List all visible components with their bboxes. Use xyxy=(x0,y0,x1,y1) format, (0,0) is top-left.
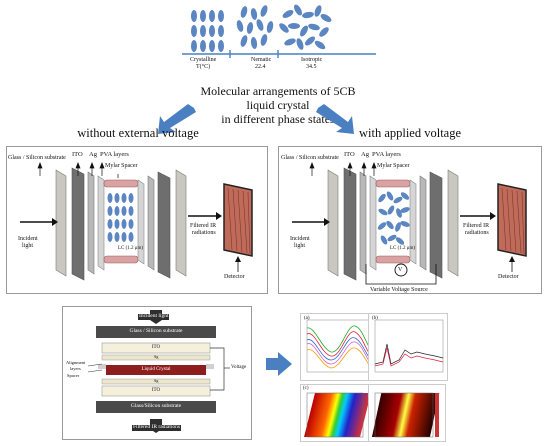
stack-layer-ito-top: ITO xyxy=(151,345,161,350)
right-pva-label: PVA layers xyxy=(372,151,401,158)
plot-b xyxy=(368,313,448,381)
stack-filtered-label: Filtered IR radiations xyxy=(132,424,182,431)
left-ito-label: ITO xyxy=(72,151,83,158)
plot-d-label: (d) xyxy=(371,386,377,391)
right-ito-label: ITO xyxy=(344,151,355,158)
stack-layer-ag-bottom: Ag xyxy=(153,378,159,383)
left-detector-label: Detector xyxy=(224,274,245,280)
phase-crystalline-label: Crystalline xyxy=(190,57,217,63)
isotropic-molecules xyxy=(279,4,332,50)
left-pva-label: PVA layers xyxy=(100,151,129,158)
plot-c-label: (c) xyxy=(303,386,309,391)
right-lc-label: LC (1.2 μm) xyxy=(390,246,416,251)
right-spacer-label: Mylar Spacer xyxy=(377,163,410,169)
right-filtered-line-2: radiations xyxy=(465,230,489,236)
right-voltage-source-label: Variable Voltage Source xyxy=(370,287,428,293)
plot-a xyxy=(300,313,378,381)
right-detector-label: Detector xyxy=(498,274,519,280)
title-line-2: liquid crystal xyxy=(246,98,310,112)
right-incident-line-2: light xyxy=(294,243,306,249)
left-incident-line-1: Incident xyxy=(18,236,38,242)
left-filtered-line-1: Filtered IR xyxy=(190,223,217,229)
left-ag-label: Ag xyxy=(89,151,97,158)
stack-spacer-label: Spacer xyxy=(67,373,80,378)
arrow-to-right xyxy=(316,104,354,134)
right-caption: with applied voltage xyxy=(358,126,462,140)
stack-voltage-label: Voltage xyxy=(231,365,247,370)
right-voltmeter-label: V xyxy=(398,267,403,273)
left-spacer-label: Mylar Spacer xyxy=(105,163,138,169)
phase-nematic-label: Nematic xyxy=(251,57,272,63)
stack-layer-lc: Liquid Crystal xyxy=(141,367,171,372)
molecule-arrangements xyxy=(182,4,376,58)
stack-layers-label: layers xyxy=(70,366,81,371)
left-filtered-line-2: radiations xyxy=(192,230,216,236)
layer-stack-diagram xyxy=(87,310,230,433)
plot-d xyxy=(368,384,446,442)
crystalline-molecules xyxy=(191,10,224,52)
stack-incident-label: Incident light xyxy=(138,313,170,320)
stack-alignment-label: Alignment xyxy=(66,360,86,365)
right-cell-diagram xyxy=(292,162,527,285)
phase-isotropic-label: Isotropic xyxy=(301,57,323,63)
left-incident-line-2: light xyxy=(22,243,34,249)
right-filtered-line-1: Filtered IR xyxy=(463,223,490,229)
nematic-molecules xyxy=(236,5,274,49)
arrow-to-left xyxy=(158,104,196,134)
stack-layer-substrate-bottom: Glass/Silicon substrate xyxy=(130,403,182,409)
phase-isotropic-temp: 34.5 xyxy=(306,64,317,70)
left-substrate-label: Glass / Silicon substrate xyxy=(8,155,66,161)
stack-layer-ito-bottom: ITO xyxy=(151,388,161,393)
phase-nematic-temp: 22.4 xyxy=(255,64,266,70)
title-line-3: in different phase states xyxy=(221,112,335,126)
left-caption: without external voltage xyxy=(77,126,199,140)
stack-layer-substrate-top: Glass / Silicon substrate xyxy=(129,328,183,334)
left-cell-diagram xyxy=(20,162,253,281)
right-substrate-label: Glass / Silicon substrate xyxy=(281,155,339,161)
plot-b-label: (b) xyxy=(372,316,378,321)
left-lc-label: LC (1.2 μm) xyxy=(118,246,144,251)
phase-temp-label: T(°C) xyxy=(196,64,211,70)
arrow-to-results xyxy=(266,352,292,376)
plot-c xyxy=(300,384,372,442)
plot-a-label: (a) xyxy=(304,316,310,321)
stack-layer-ag-top: Ag xyxy=(153,354,159,359)
title-line-1: Molecular arrangements of 5CB xyxy=(200,84,356,98)
right-ag-label: Ag xyxy=(361,151,369,158)
phase-illustration xyxy=(180,4,380,74)
right-incident-line-1: Incident xyxy=(290,236,310,242)
